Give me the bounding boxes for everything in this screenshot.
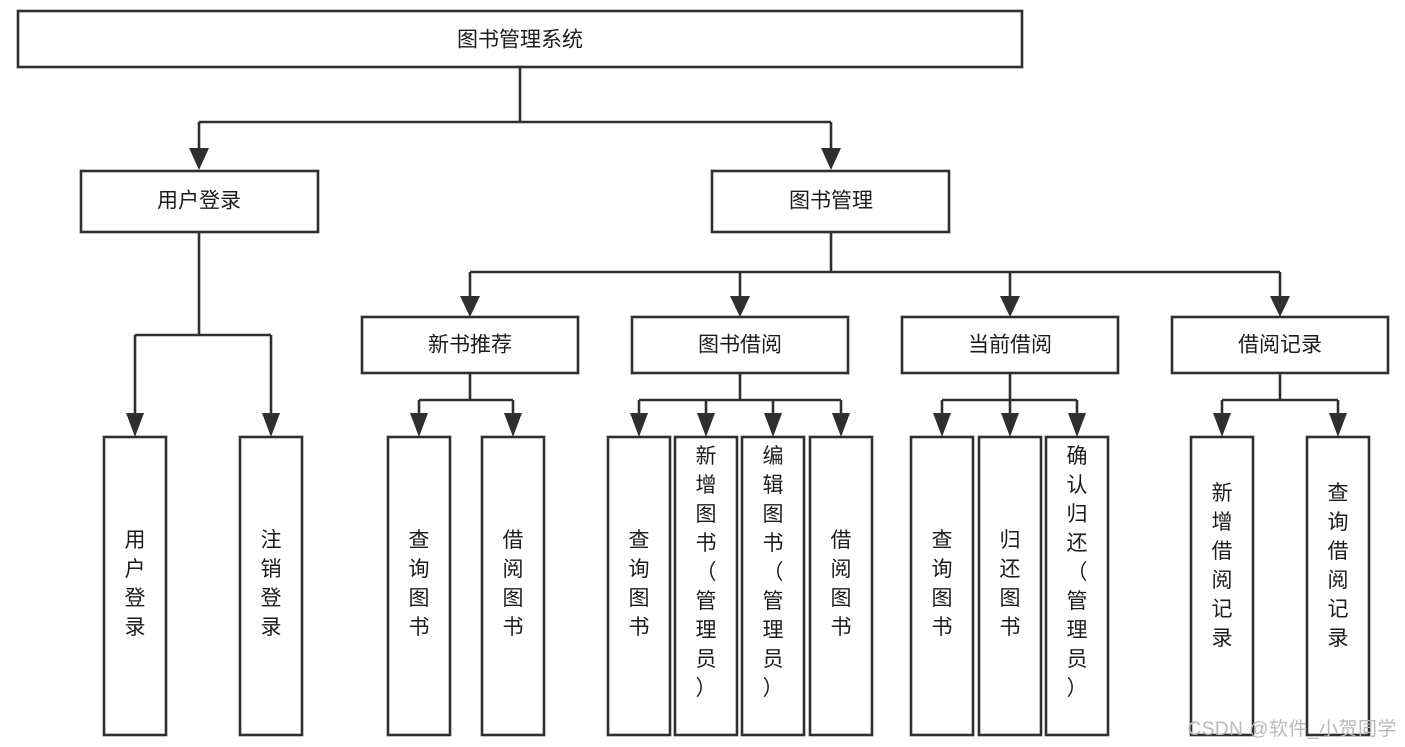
leaf-node[interactable]: 查询图书 (909, 435, 975, 737)
node-current-borrow[interactable]: 当前借阅 (900, 315, 1120, 375)
leaf-current-confirm-return-label: 确认归还（管理员） (1067, 445, 1088, 700)
node-book-management-box[interactable] (710, 169, 951, 234)
leaf-newbook-borrow-box[interactable] (480, 435, 546, 737)
node-new-book-recommend[interactable]: 新书推荐 (360, 315, 580, 375)
leaf-user-login-box[interactable] (102, 435, 168, 737)
leaf-newbook-query-box[interactable] (386, 435, 452, 737)
arrow-head-bookborrow-leaf-1 (630, 413, 648, 437)
arrow-head-newbook-leaf-1 (410, 413, 428, 437)
leaf-borrow-borrow-book-label: 借阅图书 (831, 529, 852, 639)
leaf-user-login-label: 用户登录 (125, 529, 146, 639)
csdn-watermark: CSDN @软件_小贺同学 (1187, 719, 1397, 740)
arrow-head-currentborrow-leaf-1 (933, 413, 951, 437)
leaf-node[interactable]: 新增借阅记录 (1189, 435, 1255, 737)
leaf-current-confirm-return-box[interactable] (1044, 435, 1110, 737)
leaf-record-query-label: 查询借阅记录 (1328, 482, 1349, 650)
arrow-head-bookborrow-leaf-2 (697, 413, 715, 437)
leaf-node[interactable]: 新增图书（管理员） (673, 435, 739, 737)
arrow-head-new-book (460, 296, 480, 317)
leaf-current-query-label: 查询图书 (932, 529, 953, 639)
node-book-borrow-box[interactable] (630, 315, 850, 375)
leaf-borrow-add-book-box[interactable] (673, 435, 739, 737)
arrow-head-borrowrecord-leaf-2 (1329, 413, 1347, 437)
node-book-borrow-label: 图书借阅 (698, 334, 782, 357)
leaf-node[interactable]: 查询借阅记录 (1305, 435, 1371, 737)
leaf-record-add-label: 新增借阅记录 (1212, 482, 1233, 650)
node-user-login[interactable]: 用户登录 (79, 169, 320, 234)
node-borrow-record[interactable]: 借阅记录 (1170, 315, 1390, 375)
leaf-node[interactable]: 注销登录 (238, 435, 304, 737)
leaf-logout-box[interactable] (238, 435, 304, 737)
node-current-borrow-box[interactable] (900, 315, 1120, 375)
leaf-node[interactable]: 查询图书 (386, 435, 452, 737)
arrow-head-leaf-user-login (126, 413, 144, 437)
leaf-borrow-query-box[interactable] (606, 435, 672, 737)
arrow-head-currentborrow-leaf-2 (1001, 413, 1019, 437)
leaf-borrow-query-label: 查询图书 (629, 529, 650, 639)
leaf-node[interactable]: 用户登录 (102, 435, 168, 737)
arrow-head-borrowrecord-leaf-1 (1213, 413, 1231, 437)
node-borrow-record-box[interactable] (1170, 315, 1390, 375)
leaf-borrow-edit-book-label: 编辑图书（管理员） (763, 445, 784, 700)
node-root-label: 图书管理系统 (457, 29, 583, 52)
leaf-node[interactable]: 确认归还（管理员） (1044, 435, 1110, 737)
leaf-current-return-label: 归还图书 (1000, 529, 1021, 639)
leaf-record-query-box[interactable] (1305, 435, 1371, 737)
leaf-node[interactable]: 编辑图书（管理员） (740, 435, 806, 737)
connector-group (126, 67, 1347, 437)
arrow-head-book-mgmt (821, 148, 841, 170)
arrow-head-book-borrow (730, 296, 750, 317)
leaf-node[interactable]: 借阅图书 (480, 435, 546, 737)
arrow-head-leaf-logout (262, 413, 280, 437)
leaf-current-return-box[interactable] (977, 435, 1043, 737)
leaf-logout-label: 注销登录 (261, 529, 282, 639)
node-book-borrow[interactable]: 图书借阅 (630, 315, 850, 375)
leaf-current-query-box[interactable] (909, 435, 975, 737)
leaf-node[interactable]: 查询图书 (606, 435, 672, 737)
arrow-head-bookborrow-leaf-4 (832, 413, 850, 437)
arrow-head-borrow-record (1270, 296, 1290, 317)
node-borrow-record-label: 借阅记录 (1238, 334, 1322, 357)
node-user-login-label: 用户登录 (157, 190, 241, 213)
leaf-borrow-edit-book-box[interactable] (740, 435, 806, 737)
node-root[interactable]: 图书管理系统 (16, 9, 1024, 69)
node-new-book-recommend-box[interactable] (360, 315, 580, 375)
node-book-management[interactable]: 图书管理 (710, 169, 951, 234)
arrow-head-current-borrow (1000, 296, 1020, 317)
arrow-head-bookborrow-leaf-3 (764, 413, 782, 437)
leaf-record-add-box[interactable] (1189, 435, 1255, 737)
leaf-newbook-query-label: 查询图书 (409, 529, 430, 639)
arrow-head-user-login (189, 148, 209, 170)
node-current-borrow-label: 当前借阅 (968, 334, 1052, 357)
arrow-head-newbook-leaf-2 (504, 413, 522, 437)
leaf-newbook-borrow-label: 借阅图书 (503, 529, 524, 639)
node-root-box[interactable] (16, 9, 1024, 69)
leaf-node[interactable]: 借阅图书 (808, 435, 874, 737)
arrow-head-currentborrow-leaf-3 (1068, 413, 1086, 437)
leaf-borrow-borrow-book-box[interactable] (808, 435, 874, 737)
leaf-node[interactable]: 归还图书 (977, 435, 1043, 737)
leaf-borrow-add-book-label: 新增图书（管理员） (696, 445, 717, 700)
node-book-management-label: 图书管理 (789, 190, 873, 213)
node-new-book-recommend-label: 新书推荐 (428, 334, 512, 357)
node-user-login-box[interactable] (79, 169, 320, 234)
